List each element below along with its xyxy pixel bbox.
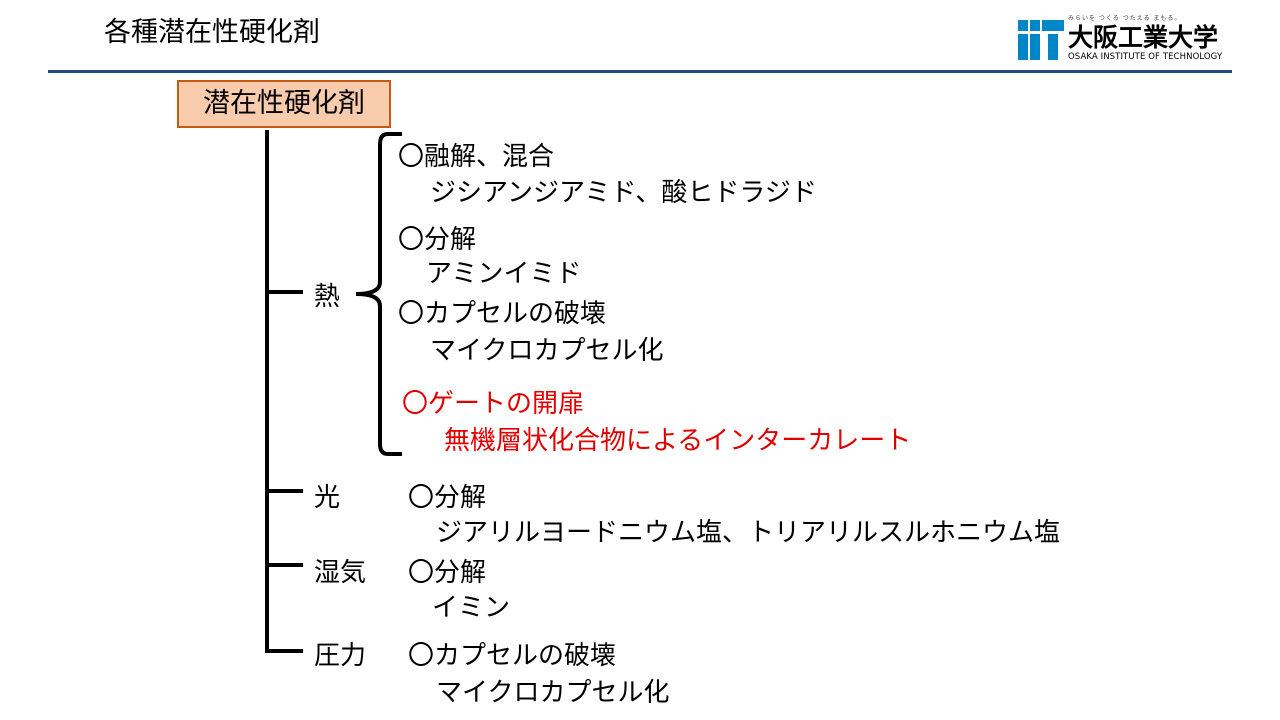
connector-heat [265, 290, 303, 294]
light-method: 〇分解 [408, 483, 487, 513]
logo-name: 大阪工業大学 [1068, 23, 1219, 52]
moisture-method: 〇分解 [408, 558, 487, 588]
logo-tagline: みらいを つくる つたえる まもる。 [1068, 15, 1182, 22]
connector-light [265, 489, 303, 493]
moisture-example: イミン [432, 593, 511, 623]
heat-example-2: アミンイミド [426, 259, 582, 289]
university-logo-icon [1018, 20, 1064, 60]
branch-label-moisture: 湿気 [314, 558, 367, 588]
logo-english-name: OSAKA INSTITUTE OF TECHNOLOGY [1068, 52, 1223, 62]
light-example: ジアリルヨードニウム塩、トリアリルスルホニウム塩 [436, 518, 1061, 548]
heat-brace-icon [355, 132, 402, 456]
heat-method-3: 〇カプセルの破壊 [398, 299, 607, 329]
root-node: 潜在性硬化剤 [177, 80, 391, 128]
heat-example-1: ジシアンジアミド、酸ヒドラジド [430, 178, 817, 208]
branch-label-light: 光 [314, 483, 341, 513]
branch-label-pressure: 圧力 [314, 641, 367, 671]
pressure-method: 〇カプセルの破壊 [408, 641, 617, 671]
heat-example-4: 無機層状化合物によるインターカレート [444, 426, 912, 456]
heat-example-3: マイクロカプセル化 [430, 336, 664, 366]
connector-pressure [265, 649, 303, 653]
heat-method-4: 〇ゲートの開扉 [402, 389, 585, 419]
heat-method-1: 〇融解、混合 [398, 142, 555, 172]
pressure-example: マイクロカプセル化 [436, 678, 670, 708]
heat-method-2: 〇分解 [398, 225, 477, 255]
slide-title: 各種潜在性硬化剤 [104, 17, 320, 48]
connector-moisture [265, 563, 303, 567]
tree-trunk-line [265, 130, 269, 652]
header-rule [48, 70, 1232, 73]
branch-label-heat: 熱 [314, 282, 341, 312]
